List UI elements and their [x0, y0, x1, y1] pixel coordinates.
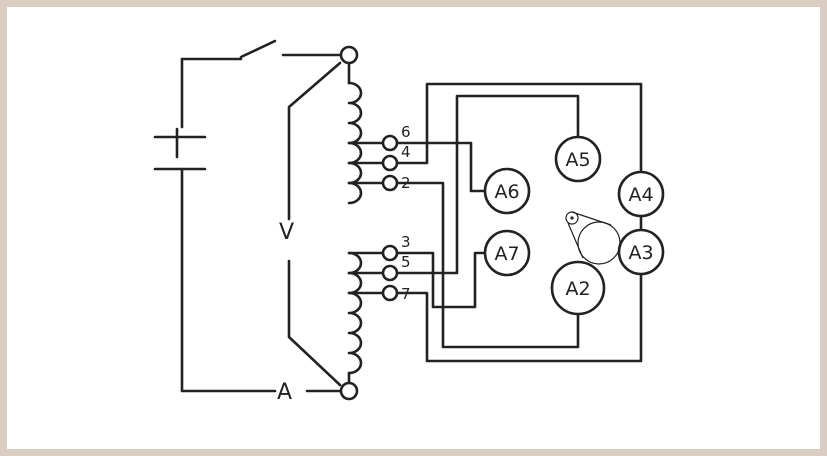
- tap-label-3: 3: [401, 233, 411, 251]
- voltmeter-label: V: [279, 220, 294, 245]
- tap-terminal-6: [381, 134, 399, 152]
- meter-label-a7: A7: [494, 243, 519, 265]
- tap-label-6: 6: [401, 123, 411, 141]
- wiring: [395, 82, 643, 363]
- voltmeter-branch: V: [279, 61, 342, 387]
- circuit-diagram: V A 6 4 2 3 5 7: [153, 39, 665, 405]
- tap-terminal-4: [381, 154, 399, 172]
- meter-a5: [554, 135, 602, 183]
- tap-label-5: 5: [401, 253, 411, 271]
- switch: [180, 39, 345, 61]
- meter-label-a6: A6: [494, 181, 519, 203]
- bottom-terminal: [339, 381, 359, 401]
- meter-a3: [617, 228, 665, 276]
- tap-label-4: 4: [401, 143, 411, 161]
- meter-label-a2: A2: [565, 278, 590, 300]
- pulley-element: [565, 211, 621, 265]
- ammeter-label: A: [277, 380, 292, 405]
- meter-a6: [483, 167, 531, 215]
- top-terminal: [339, 45, 359, 65]
- meter-a4: [617, 170, 665, 218]
- meter-a7: [483, 229, 531, 277]
- meter-label-a3: A3: [628, 242, 653, 264]
- meter-label-a4: A4: [628, 184, 653, 206]
- tap-terminal-5: [381, 264, 399, 282]
- tap-terminal-3: [381, 244, 399, 262]
- meter-a2: [550, 260, 606, 316]
- ammeter-branch: A: [277, 380, 344, 405]
- tap-terminal-2: [381, 174, 399, 192]
- meter-label-a5: A5: [565, 149, 590, 171]
- tap-terminal-7: [381, 284, 399, 302]
- battery: [153, 57, 277, 393]
- diagram-frame: V A 6 4 2 3 5 7: [7, 7, 820, 449]
